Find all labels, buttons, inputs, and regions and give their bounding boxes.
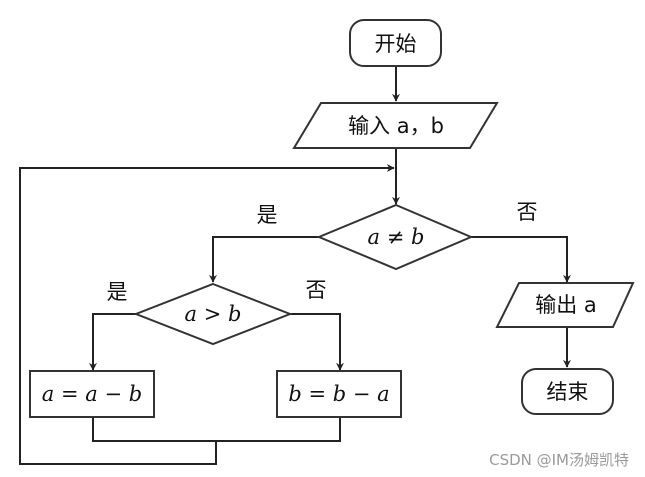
decision-gt-label: a > b [185,302,242,326]
end-label: 结束 [547,380,589,404]
edge-neq-no [471,236,571,283]
edge-gt-yes [89,313,136,371]
edge-loop-back [19,164,395,465]
process-assign-a-label: a = a − b [42,382,142,406]
edge-label-gt-yes: 是 [107,280,128,304]
process-assign-b-label: b = b − a [288,382,389,406]
input-parallelogram [292,102,499,149]
process-assign-b [276,370,402,418]
edge-neq-yes [209,236,319,283]
watermark: CSDN @IM汤姆凯特 [489,451,629,469]
edge-gt-no [290,313,344,371]
edge-merge-bottom [92,417,341,442]
edge-label-gt-no: 否 [306,278,327,302]
process-assign-a [29,370,155,418]
edge-label-neq-no: 否 [517,200,538,224]
decision-neq-label: a ≠ b [368,225,425,249]
end-terminal [521,368,614,415]
edge-label-neq-yes: 是 [257,203,278,227]
start-label: 开始 [375,32,417,56]
start-terminal [349,19,442,67]
decision-gt [133,282,293,346]
input-label: 输入 a，b [348,114,444,138]
decision-neq [316,203,474,271]
output-parallelogram [495,282,635,328]
output-label: 输出 a [535,293,597,317]
